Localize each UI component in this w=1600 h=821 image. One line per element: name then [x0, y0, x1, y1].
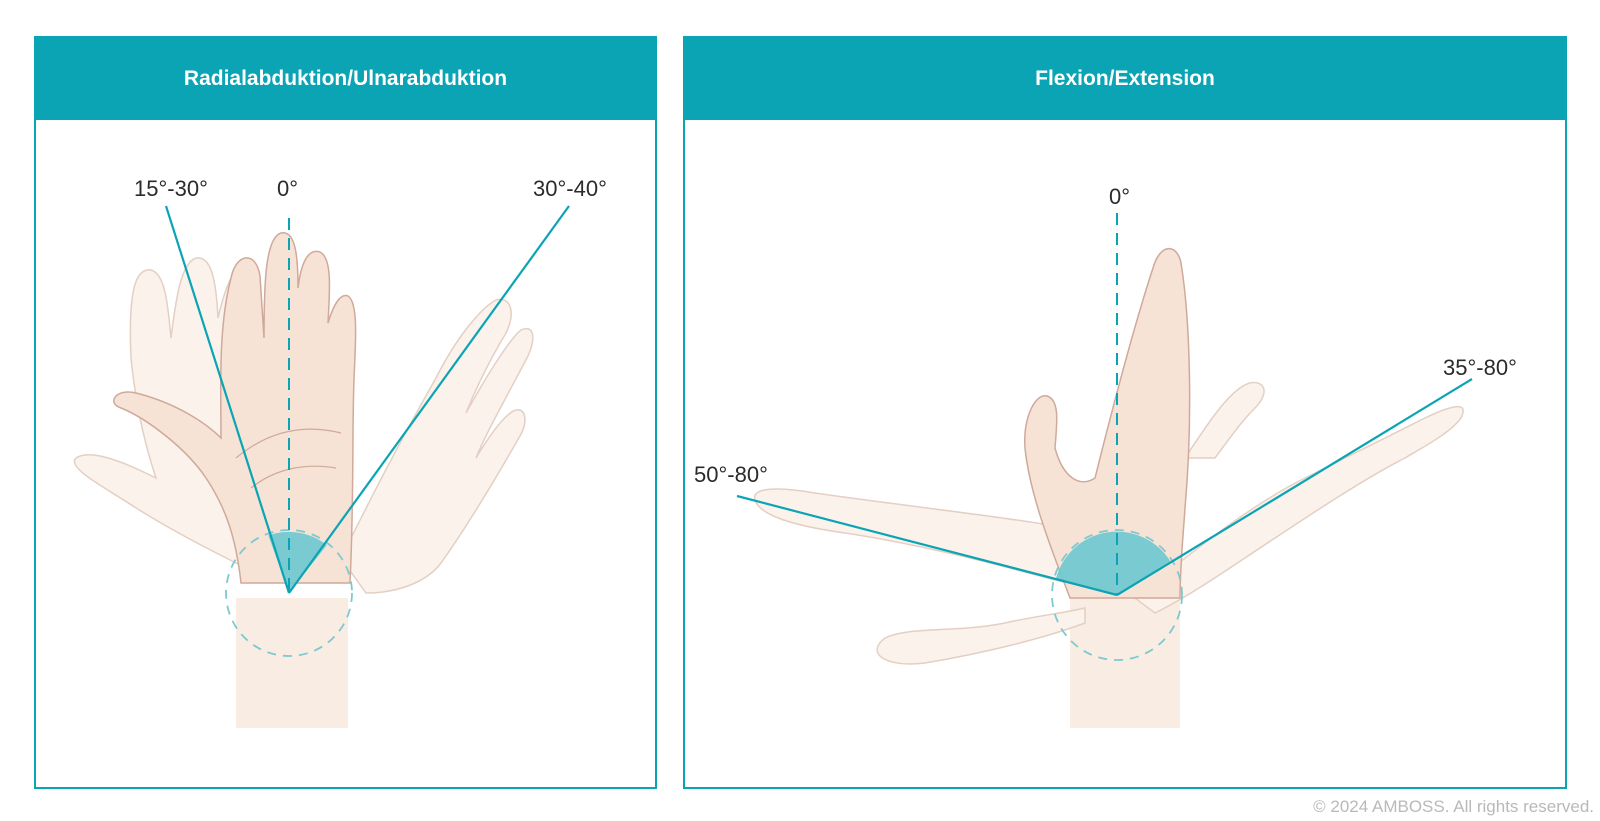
ulnar-hand-shape — [340, 298, 534, 594]
palm-crease — [235, 428, 342, 459]
radial-ulnar-illustration: 15°-30° 0° 30°-40° — [73, 176, 607, 728]
flexion-extension-panel: Flexion/Extension 0° 50°-80° 35°-80° — [683, 36, 1567, 789]
radial-abduction-label: 15°-30° — [134, 176, 208, 201]
flexion-extension-illustration: 0° 50°-80° 35°-80° — [694, 184, 1517, 728]
ulnar-abduction-label: 30°-40° — [533, 176, 607, 201]
extended-thumb-shape — [1183, 381, 1265, 459]
angle-sector — [268, 531, 327, 593]
forearm-shape — [1070, 598, 1180, 728]
flexion-extension-title: Flexion/Extension — [685, 38, 1565, 120]
left-neutral-label: 0° — [277, 176, 298, 201]
flexion-line — [736, 494, 1118, 597]
right-neutral-label: 0° — [1109, 184, 1130, 209]
neutral-hand-shape — [1024, 247, 1191, 599]
palm-crease — [250, 465, 337, 489]
flexed-thumb-shape — [876, 607, 1086, 665]
ulnar-deviation-line — [288, 205, 570, 594]
radial-ulnar-title: Radialabduktion/Ulnarabduktion — [36, 38, 655, 120]
neutral-hand-shape — [113, 232, 357, 584]
wrist-joint-circle — [1051, 529, 1183, 661]
forearm-shape — [236, 598, 348, 728]
palmar-flexion-label: 50°-80° — [694, 462, 768, 487]
copyright-notice: © 2024 AMBOSS. All rights reserved. — [1313, 797, 1594, 816]
extension-line — [1116, 378, 1473, 596]
extended-hand-shape — [1133, 405, 1464, 614]
radial-deviation-line — [164, 205, 291, 594]
radial-ulnar-panel: Radialabduktion/Ulnarabduktion 15°-30° 0… — [34, 36, 657, 789]
dorsal-extension-label: 35°-80° — [1443, 355, 1517, 380]
